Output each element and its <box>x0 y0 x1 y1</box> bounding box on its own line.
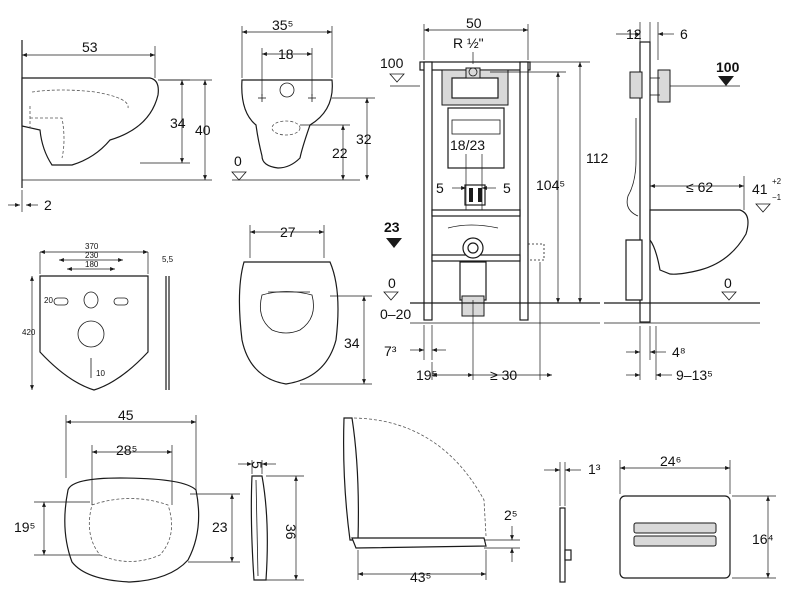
plate-height-label: 16⁴ <box>752 531 774 547</box>
front-height-label: 32 <box>356 131 372 147</box>
frame-side-view: 12 6 100 ≤ 62 41 +2 −1 0 4⁸ 9–13⁵ <box>604 22 782 383</box>
seat-open-view: 2⁵ 43⁵ <box>343 417 520 585</box>
front-width-label: 35⁵ <box>272 17 293 33</box>
toilet-side-view: 53 34 40 2 <box>8 39 212 213</box>
seat-profile-height-label: 36 <box>283 524 299 540</box>
mat-hole-label: 20 <box>44 296 53 305</box>
seat-front-width-label: 27 <box>280 224 296 240</box>
frame-top-label: 100 <box>380 55 404 71</box>
frame-front-view: 50 R ½" 100 112 104⁵ 18/23 5 5 23 0 0–20… <box>380 15 609 383</box>
frame-right-offset-label: 5 <box>503 180 511 196</box>
seat-top-right-label: 23 <box>212 519 228 535</box>
side-frame-floor-label: 0 <box>724 275 732 291</box>
plate-depth-label: 1³ <box>588 461 601 477</box>
side-frame-depth2-label: 6 <box>680 26 688 42</box>
frame-left-offset-label: 5 <box>436 180 444 196</box>
side-frame-depth-bottom-label: 4⁸ <box>672 344 686 360</box>
frame-water-level-label: 23 <box>384 219 400 235</box>
frame-foot-label: 7³ <box>384 343 397 359</box>
plate-width-label: 24⁶ <box>660 453 681 469</box>
side-gap-label: 2 <box>44 197 52 213</box>
frame-offset-bottom-label: 19⁵ <box>416 367 437 383</box>
side-frame-range-label: 9–13⁵ <box>676 367 713 383</box>
flush-button-large <box>633 535 717 547</box>
seat-profile-view: 5 36 <box>238 460 304 581</box>
mat-h-label: 420 <box>22 328 36 337</box>
side-frame-reach-label: ≤ 62 <box>686 179 713 195</box>
frame-height2-label: 104⁵ <box>536 177 565 193</box>
flush-button-small <box>633 522 717 534</box>
seat-open-height-label: 2⁵ <box>504 507 518 523</box>
side-height-label: 34 <box>170 115 186 131</box>
side-frame-depth1-label: 12 <box>626 26 642 42</box>
front-floor-label: 0 <box>234 153 242 169</box>
frame-width-label: 50 <box>466 15 482 31</box>
side-frame-tol-minus: −1 <box>772 193 782 202</box>
seat-front-view: 27 34 <box>238 224 372 385</box>
mat-w1-label: 370 <box>85 242 99 251</box>
side-total-label: 40 <box>195 122 211 138</box>
frame-adjust-label: 0–20 <box>380 306 411 322</box>
toilet-front-view: 35⁵ 18 22 32 0 <box>231 17 375 181</box>
seat-top-width-label: 45 <box>118 407 134 423</box>
flush-plate: 1³ 24⁶ 16⁴ <box>544 453 776 583</box>
front-mid-label: 22 <box>332 145 348 161</box>
seat-top-inner-label: 28⁵ <box>116 442 137 458</box>
seat-open-depth-label: 43⁵ <box>410 569 431 585</box>
frame-min-label: ≥ 30 <box>490 367 517 383</box>
seat-top-left-label: 19⁵ <box>14 519 35 535</box>
frame-spacing-label: 18/23 <box>450 137 485 153</box>
side-width-label: 53 <box>82 39 98 55</box>
frame-pipe-label: R ½" <box>453 35 484 51</box>
side-frame-tol-plus: +2 <box>772 177 782 186</box>
side-frame-top-label: 100 <box>716 59 740 75</box>
mat-w2-label: 230 <box>85 251 99 260</box>
seat-top-view: 45 28⁵ 19⁵ 23 <box>14 407 240 583</box>
mat-thickness-label: 5,5 <box>162 255 174 264</box>
side-frame-height-label: 41 <box>752 181 768 197</box>
frame-height-label: 112 <box>586 150 609 166</box>
insulation-mat: 370 230 180 420 20 10 5,5 <box>22 242 174 391</box>
seat-front-height-label: 34 <box>344 335 360 351</box>
mat-w3-label: 180 <box>85 260 99 269</box>
frame-floor-label: 0 <box>388 275 396 291</box>
seat-profile-thickness-label: 5 <box>249 461 265 469</box>
front-inner-label: 18 <box>278 46 294 62</box>
mat-slot-label: 10 <box>96 369 105 378</box>
